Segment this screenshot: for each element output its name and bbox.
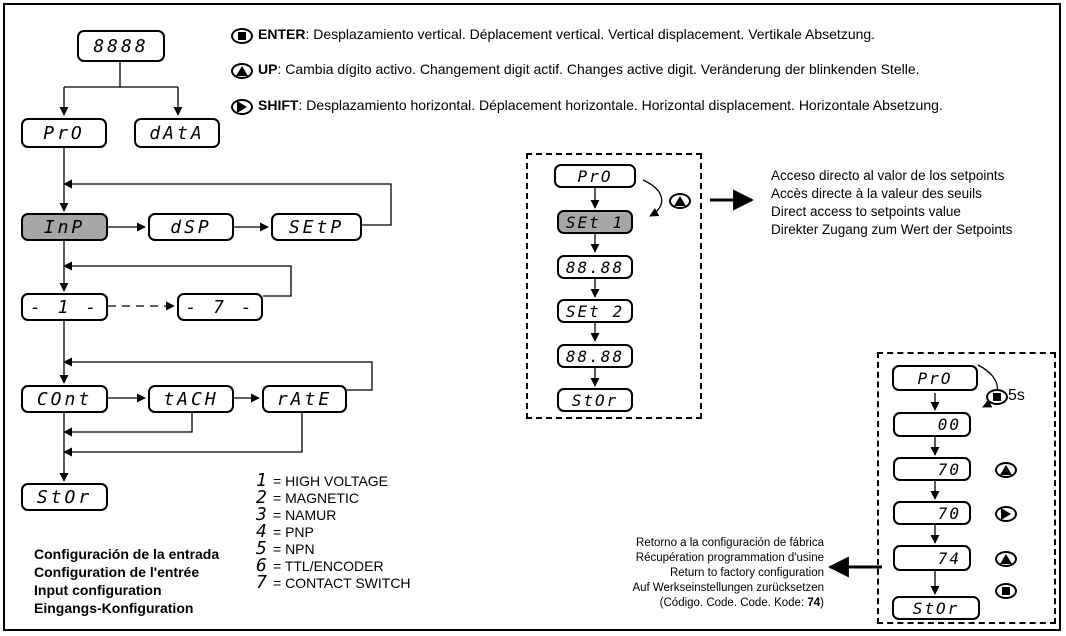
- factory-code-line: (Código. Code. Code. Kode: 74): [560, 596, 824, 611]
- legend-shift-text: : Desplazamiento horizontal. Déplacement…: [298, 97, 943, 113]
- square-button-icon: [231, 28, 253, 44]
- input-type-digit: 4: [256, 521, 267, 542]
- factory-display-70b: 70: [893, 501, 971, 525]
- factory-code-suffix: ): [820, 597, 824, 609]
- display-cont: COnt: [21, 385, 108, 413]
- input-type-digit: 3: [256, 504, 267, 525]
- legend-up: UP: Cambia dígito activo. Changement dig…: [258, 61, 920, 77]
- input-type-label: = TTL/ENCODER: [273, 558, 384, 574]
- hold-duration: 5s: [1008, 387, 1025, 404]
- triangle-up-button-icon: [995, 551, 1017, 567]
- display-8888: 8888: [77, 30, 165, 62]
- setpoints-display-pro: PrO: [554, 164, 636, 188]
- factory-desc-line: Récupération programmation d'usine: [635, 552, 824, 564]
- input-type-label: = NAMUR: [273, 507, 337, 523]
- display-channel-7: - 7 -: [177, 293, 263, 321]
- caption-line: Configuración de la entrada: [34, 546, 220, 562]
- display-stor: StOr: [21, 483, 108, 511]
- triangle-up-button-icon: [995, 462, 1017, 478]
- factory-display-stor: StOr: [892, 596, 980, 620]
- input-type-digit: 6: [256, 555, 267, 576]
- legend-shift: SHIFT: Desplazamiento horizontal. Déplac…: [258, 97, 943, 113]
- setpoints-display-set1: SEt 1: [557, 210, 633, 234]
- setpoints-desc-line: Direct access to setpoints value: [771, 204, 961, 219]
- setpoints-display-value2: 88.88: [557, 344, 633, 368]
- setpoints-display-stor: StOr: [557, 388, 633, 412]
- square-button-icon: [986, 389, 1008, 405]
- input-type-label: = MAGNETIC: [273, 490, 359, 506]
- factory-code-value: 74: [807, 597, 821, 609]
- input-type-digit: 5: [256, 538, 267, 559]
- display-pro: PrO: [21, 118, 107, 148]
- input-type-digit: 1: [256, 470, 267, 491]
- display-data: dAtA: [134, 118, 220, 148]
- factory-description: Retorno a la configuración de fábrica Ré…: [560, 536, 824, 611]
- display-rate: rAtE: [262, 385, 347, 413]
- input-type-digit: 7: [256, 572, 267, 593]
- triangle-up-button-icon: [669, 193, 691, 209]
- legend-up-key: UP: [258, 61, 278, 77]
- setpoints-display-value1: 88.88: [557, 255, 633, 279]
- input-type-label: = PNP: [273, 524, 314, 540]
- outer-frame: [3, 3, 1061, 631]
- legend-enter: ENTER: Desplazamiento vertical. Déplacem…: [258, 26, 875, 42]
- display-channel-1: - 1 -: [21, 293, 108, 321]
- factory-desc-line: Auf Werkseinstellungen zurücksetzen: [632, 582, 824, 594]
- triangle-up-button-icon: [231, 63, 253, 79]
- caption-line: Eingangs-Konfiguration: [34, 600, 194, 616]
- legend-up-text: : Cambia dígito activo. Changement digit…: [277, 61, 920, 77]
- factory-display-74: 74: [893, 545, 971, 571]
- legend-enter-text: : Desplazamiento vertical. Déplacement v…: [305, 26, 876, 42]
- setpoints-panel: [526, 153, 702, 419]
- setpoints-display-set2: SEt 2: [557, 299, 633, 323]
- triangle-right-button-icon: [995, 506, 1017, 522]
- legend-enter-key: ENTER: [258, 26, 306, 42]
- legend-shift-key: SHIFT: [258, 97, 299, 113]
- factory-desc-line: Return to factory configuration: [669, 567, 824, 579]
- display-inp: InP: [21, 213, 108, 241]
- caption-line: Configuration de l'entrée: [34, 564, 200, 580]
- display-setp: SEtP: [271, 213, 362, 241]
- display-tach: tACH: [148, 385, 234, 413]
- input-type-digit: 2: [256, 487, 267, 508]
- triangle-right-button-icon: [231, 99, 253, 115]
- setpoints-desc-line: Accès directe à la valeur des seuils: [771, 186, 982, 201]
- input-type-label: = HIGH VOLTAGE: [273, 473, 389, 489]
- display-dsp: dSP: [148, 213, 234, 241]
- setpoints-desc-line: Acceso directo al valor de los setpoints: [771, 168, 1005, 183]
- caption-line: Input configuration: [34, 582, 162, 598]
- input-type-label: = NPN: [273, 541, 315, 557]
- factory-reset-panel: [877, 352, 1056, 624]
- factory-display-pro: PrO: [892, 365, 978, 391]
- input-type-label: = CONTACT SWITCH: [273, 575, 411, 591]
- factory-display-00: 00: [893, 412, 971, 437]
- setpoints-desc-line: Direkter Zugang zum Wert der Setpoints: [771, 222, 1013, 237]
- factory-code-prefix: (Código. Code. Code. Kode:: [659, 597, 808, 609]
- factory-desc-line: Retorno a la configuración de fábrica: [636, 537, 824, 549]
- factory-display-70a: 70: [893, 457, 971, 481]
- square-button-icon: [995, 583, 1017, 599]
